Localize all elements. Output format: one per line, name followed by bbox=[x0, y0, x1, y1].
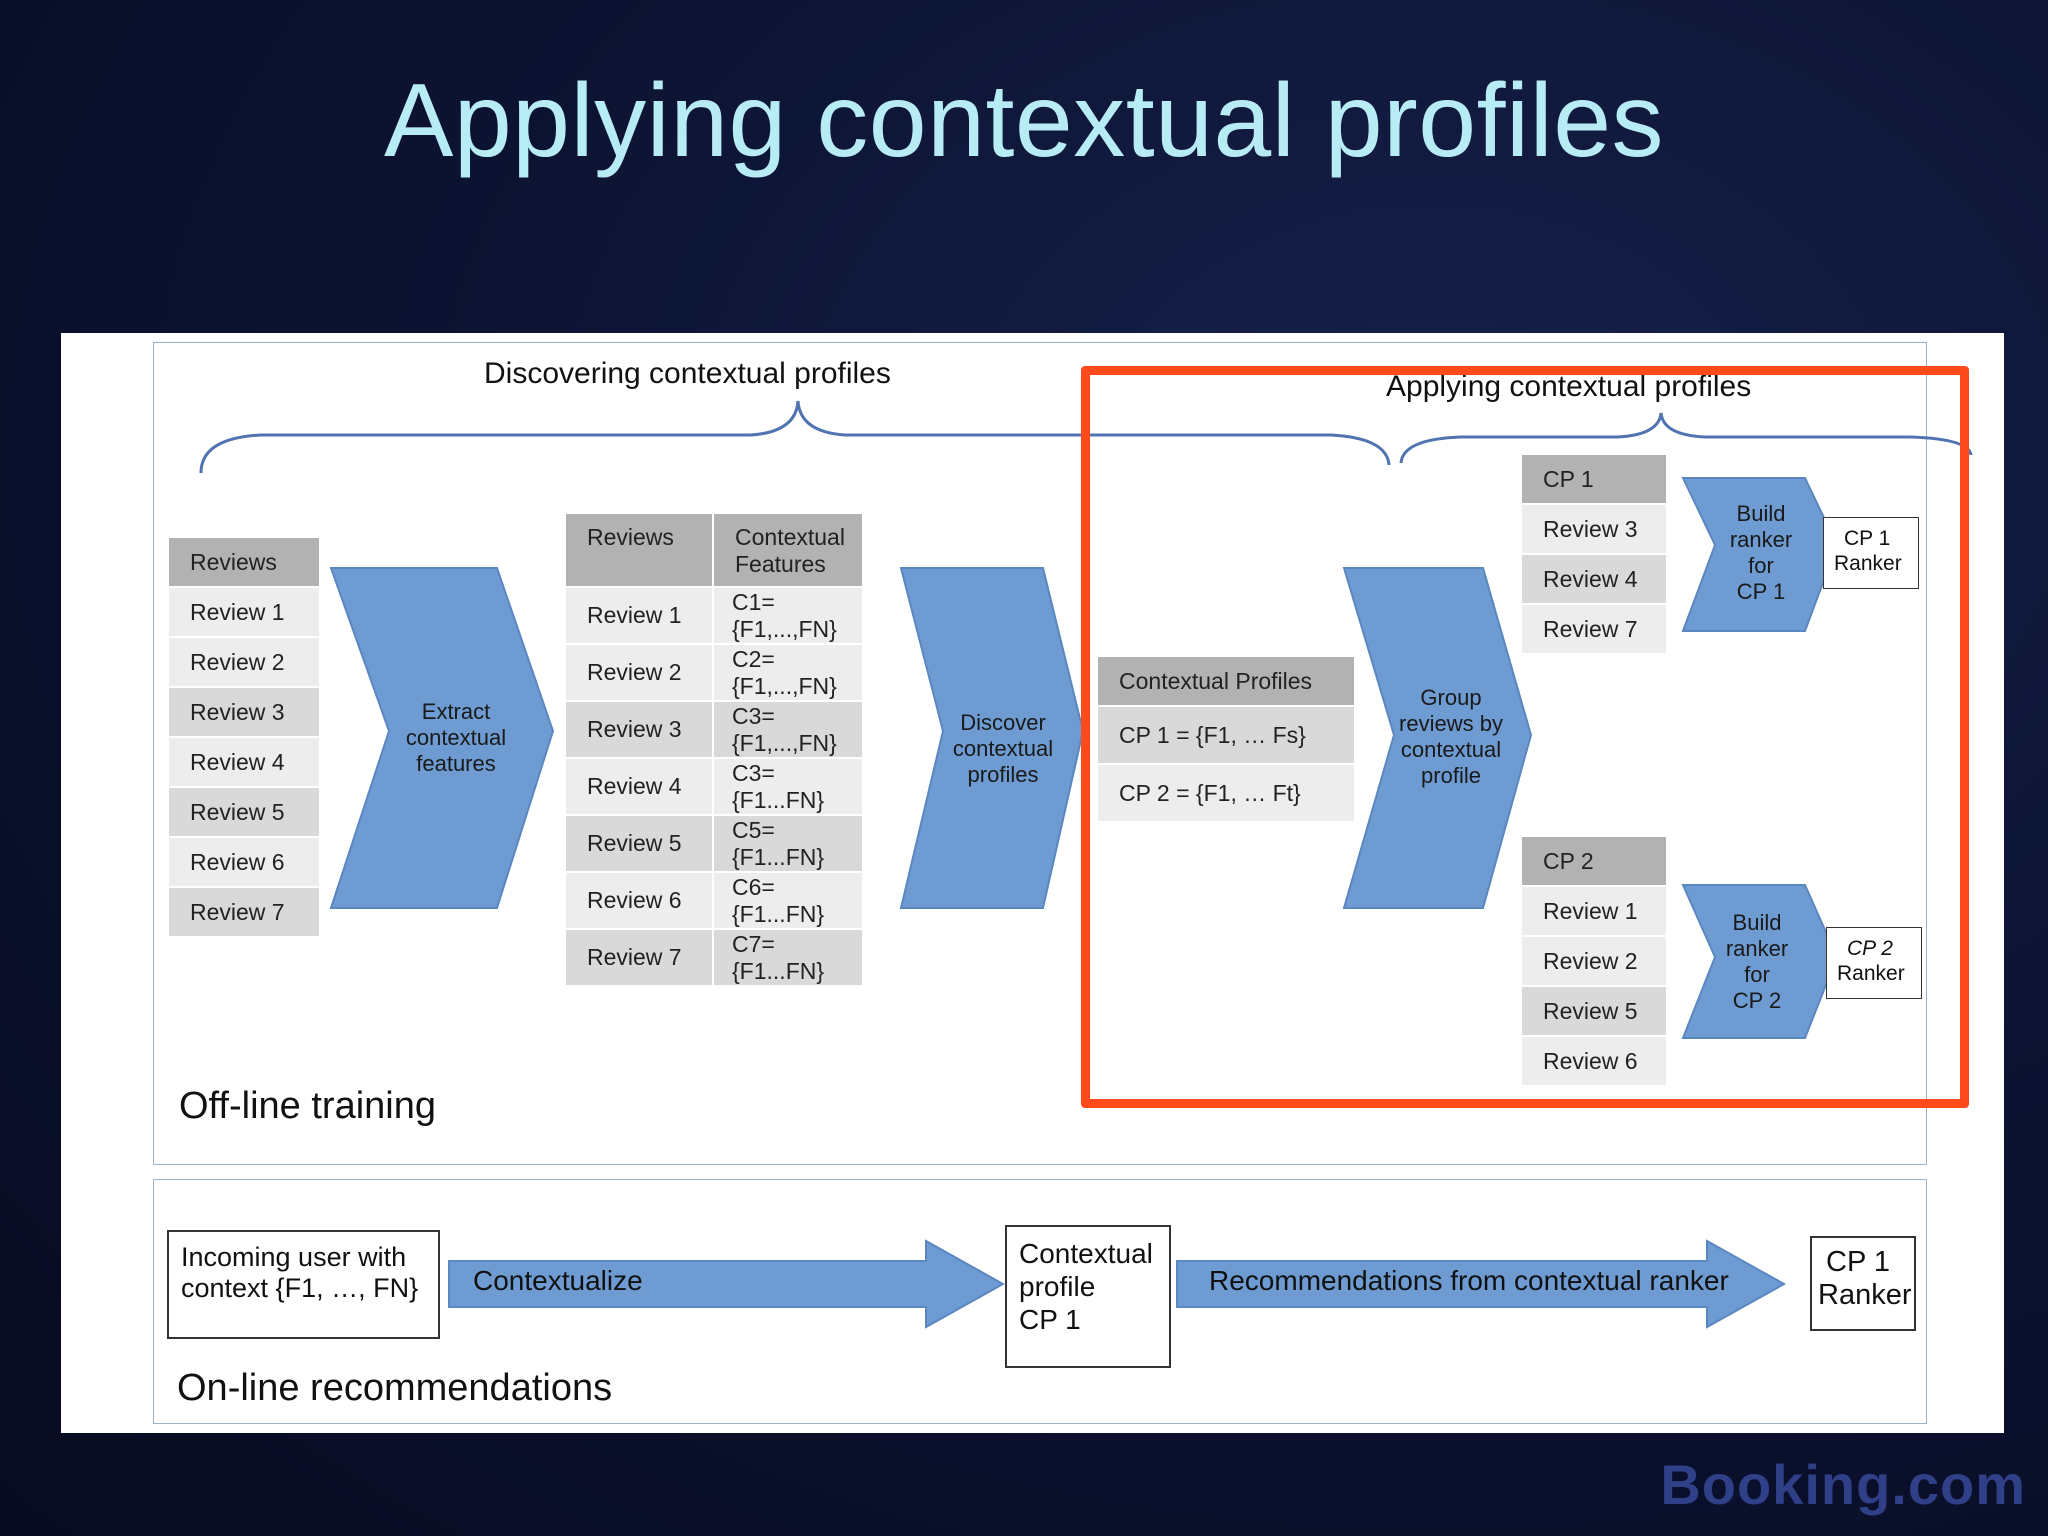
table-row-features: C1={F1,...,FN} bbox=[713, 587, 863, 644]
arrow-text-line: Extract bbox=[421, 699, 491, 724]
arrow-text-line: contextual bbox=[1400, 737, 1502, 762]
arrow-contextualize-shape bbox=[448, 1239, 1006, 1329]
ranker-line: Ranker bbox=[1818, 1279, 1912, 1311]
arrow-extract-label: Extract contextual features bbox=[386, 699, 526, 777]
table-row-review: Review 2 bbox=[565, 644, 713, 701]
cp1-table-header: CP 1 bbox=[1521, 454, 1667, 504]
table-row: Review 6 bbox=[168, 837, 320, 887]
offline-frame bbox=[153, 342, 1927, 1165]
arrow-group-label: Group reviews by contextual profile bbox=[1391, 685, 1511, 789]
diagram-panel: Discovering contextual profiles Applying… bbox=[61, 333, 2004, 1433]
table-row-features: C6={F1...FN} bbox=[713, 872, 863, 929]
chevron-discover-shape bbox=[899, 567, 1085, 909]
brace-apply bbox=[1399, 412, 1973, 464]
table-row-features: C7={F1...FN} bbox=[713, 929, 863, 986]
ranker-line: CP 2 bbox=[1847, 937, 1893, 960]
arrow-text-line: profile bbox=[1421, 763, 1481, 788]
table-row: Review 1 bbox=[1521, 886, 1667, 936]
arrow-text-line: contextual bbox=[405, 725, 507, 750]
ranker-box-cp1: CP 1 Ranker bbox=[1823, 517, 1919, 589]
arrow-text-line: ranker bbox=[1729, 527, 1793, 552]
arrow-text-line: CP 1 bbox=[1736, 579, 1786, 604]
incoming-line: context {F1, …, FN} bbox=[181, 1273, 419, 1303]
highlight-box bbox=[1081, 366, 1969, 1108]
ranker-line: Ranker bbox=[1834, 552, 1902, 575]
chevron-arrows bbox=[329, 477, 1839, 1329]
table-row-review: Review 6 bbox=[565, 872, 713, 929]
table-row: Review 3 bbox=[1521, 504, 1667, 554]
profile-line: Contextual bbox=[1019, 1238, 1153, 1269]
incoming-line: Incoming user with bbox=[181, 1242, 407, 1272]
features-header-reviews: Reviews bbox=[565, 513, 713, 587]
table-row: Review 6 bbox=[1521, 1036, 1667, 1086]
online-section-label: On-line recommendations bbox=[177, 1367, 613, 1409]
reviews-table-header: Reviews bbox=[168, 537, 320, 587]
slide-title: Applying contextual profiles bbox=[383, 63, 1665, 179]
arrow-text-line: Build bbox=[1732, 910, 1782, 935]
chevron-group-shape bbox=[1342, 567, 1533, 909]
features-header-features: Contextual Features bbox=[713, 513, 863, 587]
arrow-build2-label: Build ranker for CP 2 bbox=[1707, 910, 1807, 1014]
chevron-build1-shape bbox=[1681, 477, 1839, 632]
table-row: Review 5 bbox=[1521, 986, 1667, 1036]
table-row-features: C3={F1...FN} bbox=[713, 758, 863, 815]
arrow-recommend-shape bbox=[1176, 1239, 1787, 1329]
contextual-profile-box: Contextual profile CP 1 bbox=[1005, 1225, 1171, 1368]
online-frame bbox=[153, 1179, 1927, 1424]
arrow-text-line: features bbox=[416, 751, 496, 776]
booking-logo: Booking.com bbox=[1660, 1453, 2026, 1516]
table-row: Review 3 bbox=[168, 687, 320, 737]
table-row-review: Review 1 bbox=[565, 587, 713, 644]
arrow-contextualize-label: Contextualize bbox=[473, 1265, 643, 1296]
arrow-text-line: profiles bbox=[967, 762, 1039, 787]
arrow-text-line: for bbox=[1744, 962, 1770, 987]
brace-discover-label: Discovering contextual profiles bbox=[484, 357, 891, 390]
table-row-features: C2={F1,...,FN} bbox=[713, 644, 863, 701]
brace-discover bbox=[199, 400, 1391, 474]
table-row-review: Review 4 bbox=[565, 758, 713, 815]
arrow-recommend-label: Recommendations from contextual ranker bbox=[1209, 1265, 1729, 1296]
arrow-text-line: CP 2 bbox=[1732, 988, 1782, 1013]
table-row: CP 2 = {F1, … Ft} bbox=[1097, 764, 1355, 822]
table-row: Review 4 bbox=[168, 737, 320, 787]
table-row: Review 1 bbox=[168, 587, 320, 637]
profile-line: profile bbox=[1019, 1271, 1096, 1302]
arrow-text-line: contextual bbox=[952, 736, 1054, 761]
table-row: Review 7 bbox=[168, 887, 320, 937]
profile-line: CP 1 bbox=[1019, 1304, 1081, 1335]
chevron-build2-shape bbox=[1681, 884, 1839, 1039]
arrow-build1-label: Build ranker for CP 1 bbox=[1711, 501, 1811, 605]
arrow-text-line: for bbox=[1748, 553, 1774, 578]
ranker-box-online: CP 1 Ranker bbox=[1810, 1236, 1916, 1331]
brace-apply-label: Applying contextual profiles bbox=[1386, 370, 1752, 403]
ranker-line: CP 1 bbox=[1826, 1246, 1890, 1278]
table-row-review: Review 5 bbox=[565, 815, 713, 872]
table-row-features: C5={F1...FN} bbox=[713, 815, 863, 872]
table-row: Review 4 bbox=[1521, 554, 1667, 604]
table-row: Review 2 bbox=[168, 637, 320, 687]
arrow-text-line: ranker bbox=[1725, 936, 1789, 961]
arrow-text-line: Group bbox=[1420, 685, 1482, 710]
table-row-review: Review 3 bbox=[565, 701, 713, 758]
arrow-discover-label: Discover contextual profiles bbox=[945, 710, 1061, 788]
table-row: Review 2 bbox=[1521, 936, 1667, 986]
table-row: CP 1 = {F1, … Fs} bbox=[1097, 706, 1355, 764]
arrow-text-line: Build bbox=[1736, 501, 1786, 526]
ranker-line: CP 1 bbox=[1844, 527, 1891, 550]
brace-lines bbox=[199, 400, 1973, 474]
profiles-table-header: Contextual Profiles bbox=[1097, 656, 1355, 706]
arrow-text-line: reviews by bbox=[1399, 711, 1503, 736]
table-row: Review 5 bbox=[168, 787, 320, 837]
chevron-extract-shape bbox=[329, 567, 555, 909]
arrow-text-line: Discover bbox=[960, 710, 1046, 735]
ranker-line: Ranker bbox=[1837, 962, 1905, 985]
table-row-review: Review 7 bbox=[565, 929, 713, 986]
offline-section-label: Off-line training bbox=[179, 1085, 436, 1127]
table-row-features: C3={F1,...,FN} bbox=[713, 701, 863, 758]
table-row: Review 7 bbox=[1521, 604, 1667, 654]
ranker-box-cp2: CP 2 Ranker bbox=[1826, 927, 1922, 999]
incoming-user-box: Incoming user with context {F1, …, FN} bbox=[167, 1230, 440, 1339]
cp2-table-header: CP 2 bbox=[1521, 836, 1667, 886]
